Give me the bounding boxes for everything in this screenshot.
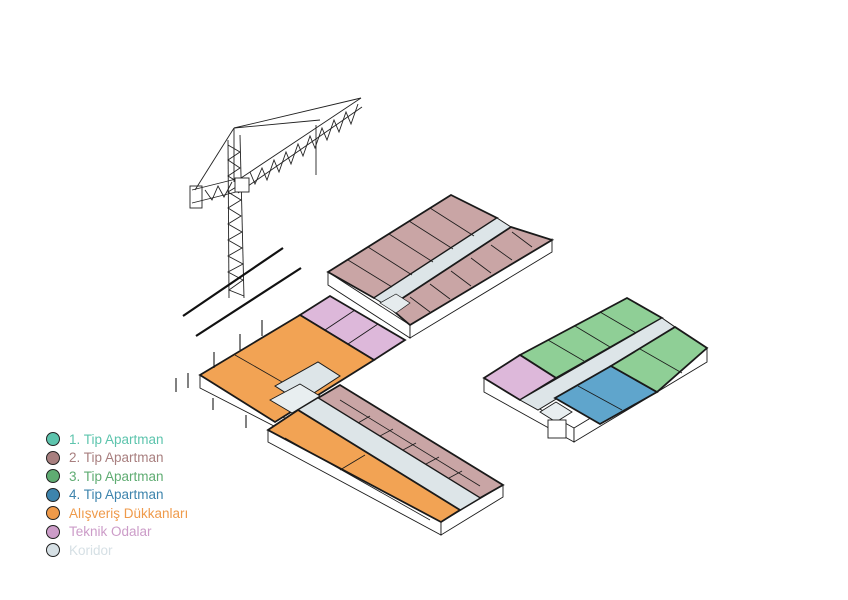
legend-label: Teknik Odalar: [69, 524, 152, 540]
top-block-lower-wing: [387, 226, 555, 327]
legend-label: 4. Tip Apartman: [69, 487, 164, 503]
legend-item-corridor: Koridor: [46, 541, 188, 560]
legend-label: 2. Tip Apartman: [69, 450, 164, 466]
tower-crane: [189, 97, 363, 299]
crane-rails: [182, 247, 302, 337]
lower-shop: [266, 408, 462, 524]
right-residential-block: [482, 296, 709, 443]
legend-item-apt3: 3. Tip Apartman: [46, 467, 188, 486]
top-residential-block: [326, 193, 555, 339]
right-block-technical-room: [482, 353, 558, 402]
legend-item-apt2: 2. Tip Apartman: [46, 449, 188, 468]
legend-label: Alışveriş Dükkanları: [69, 505, 189, 521]
legend-label: 3. Tip Apartman: [69, 468, 164, 484]
legend-item-apt1: 1. Tip Apartman: [46, 430, 188, 449]
legend-swatch: [46, 524, 60, 539]
legend-swatch: [46, 469, 60, 484]
legend-item-technical-rooms: Teknik Odalar: [46, 523, 188, 542]
legend: 1. Tip Apartman 2. Tip Apartman 3. Tip A…: [46, 430, 188, 560]
legend-swatch: [46, 506, 60, 521]
legend-label: Koridor: [69, 542, 113, 558]
legend-swatch: [46, 450, 60, 465]
legend-item-shops: Alışveriş Dükkanları: [46, 504, 188, 523]
legend-swatch: [46, 432, 60, 447]
left-shop: [198, 313, 376, 424]
l-shaped-block: [175, 294, 505, 536]
legend-swatch: [46, 487, 60, 502]
legend-label: 1. Tip Apartman: [69, 431, 164, 447]
legend-swatch: [46, 543, 60, 558]
legend-item-apt4: 4. Tip Apartman: [46, 486, 188, 505]
